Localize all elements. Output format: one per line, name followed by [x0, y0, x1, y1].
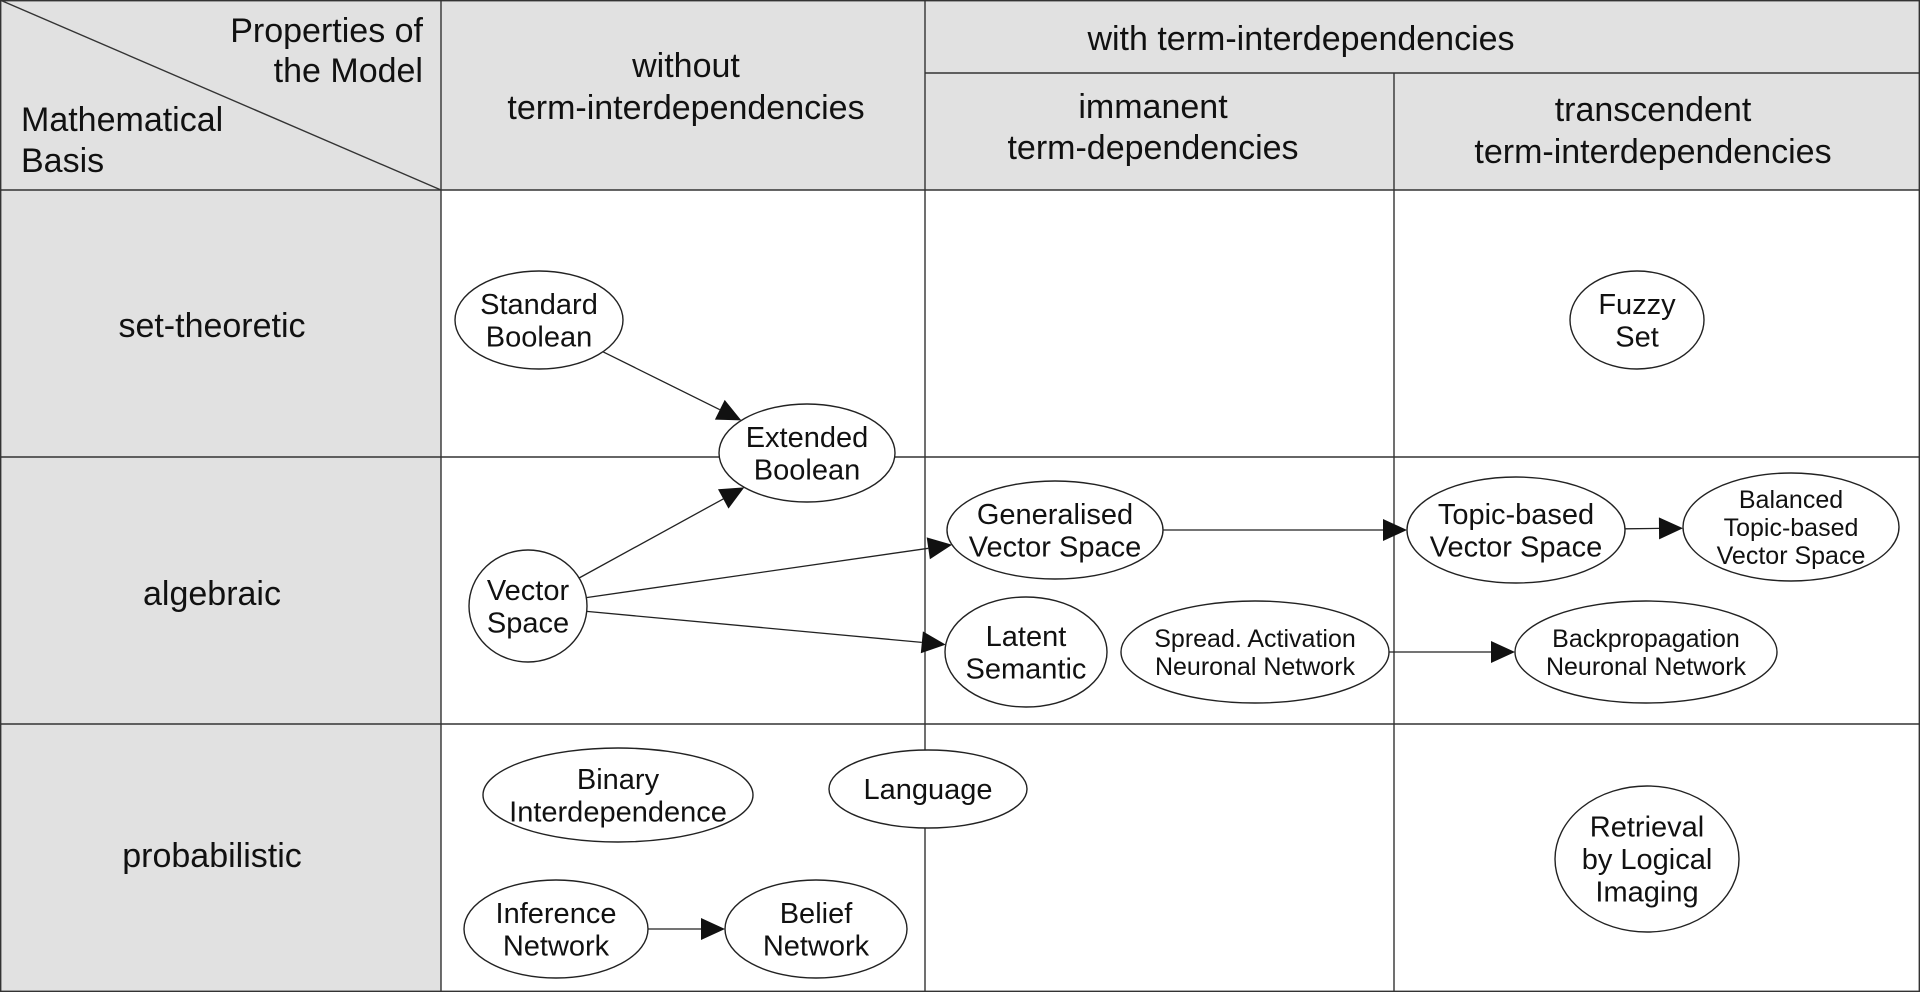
column-header-transcendent: transcendent term-interdependencies	[1474, 91, 1831, 171]
node-binary-interdependence-label-1: Binary	[577, 764, 660, 796]
node-spread-activation-label-2: Neuronal Network	[1155, 653, 1356, 681]
node-fuzzy-set-label-1: Fuzzy	[1598, 289, 1676, 321]
arrowhead-vector_space-to-extended_boolean	[718, 487, 745, 509]
node-language: Language	[828, 749, 1028, 829]
corner-top-line-1: Properties of	[230, 12, 423, 50]
arrowhead-spread_activation-to-backpropagation	[1491, 641, 1515, 663]
node-topic-based-vector-space-label-2: Vector Space	[1430, 531, 1603, 563]
node-balanced-topic-based-vector-space-label-3: Vector Space	[1717, 542, 1866, 570]
corner-header-properties: Properties of the Model	[230, 12, 423, 90]
node-binary-interdependence-label-2: Interdependence	[509, 796, 727, 828]
header-without-bg	[441, 0, 925, 190]
node-belief-network-ellipse	[724, 879, 908, 979]
column-header-immanent: immanent term-dependencies	[1007, 88, 1298, 167]
node-vector-space-label-2: Space	[487, 607, 569, 639]
node-extended-boolean-label-2: Boolean	[754, 454, 860, 486]
arrowhead-inference_network-to-belief_network	[701, 918, 725, 940]
node-latent-semantic-label-2: Semantic	[966, 653, 1087, 685]
row-label-probabilistic: probabilistic	[122, 837, 302, 875]
corner-bottom-line-1: Mathematical	[21, 101, 223, 139]
node-inference-network-label-1: Inference	[496, 898, 617, 930]
node-generalised-vector-space-label-1: Generalised	[977, 499, 1133, 531]
node-vector-space-ellipse	[468, 549, 588, 663]
arrowhead-vector_space-to-latent_semantic	[920, 631, 946, 654]
node-spread-activation-ellipse	[1120, 600, 1390, 704]
corner-top-line-2: the Model	[274, 52, 423, 90]
node-language-label-1: Language	[863, 774, 992, 806]
node-retrieval-by-logical-imaging-label-2: by Logical	[1582, 844, 1713, 876]
node-inference-network-label-2: Network	[503, 930, 610, 962]
edge-vector_space-to-extended_boolean	[578, 498, 724, 579]
column-header-with: with term-interdependencies	[1086, 20, 1514, 58]
node-topic-based-vector-space-label-1: Topic-based	[1438, 499, 1594, 531]
node-extended-boolean-ellipse	[718, 403, 896, 503]
edge-vector_space-to-latent_semantic	[586, 610, 922, 644]
arrowhead-topic_based_vector_space-to-balanced_topic_based_vector_space	[1658, 517, 1683, 540]
node-fuzzy-set-label-2: Set	[1615, 321, 1659, 353]
node-binary-interdependence-ellipse	[482, 747, 754, 843]
node-balanced-topic-based-vector-space-label-1: Balanced	[1739, 486, 1843, 514]
arrowhead-generalised_vector_space-to-topic_based_vector_space	[1383, 519, 1407, 541]
node-generalised-vector-space-ellipse	[946, 480, 1164, 580]
corner-diagonal	[0, 0, 442, 191]
node-latent-semantic-ellipse	[944, 596, 1108, 708]
col-immanent-line-1: immanent	[1078, 88, 1228, 126]
node-extended-boolean-label-1: Extended	[746, 422, 869, 454]
node-backpropagation-label-1: Backpropagation	[1552, 625, 1740, 653]
node-vector-space-label-1: Vector	[487, 575, 570, 607]
node-balanced-topic-based-vector-space-label-2: Topic-based	[1724, 514, 1859, 542]
col-transcendent-line-1: transcendent	[1555, 91, 1752, 129]
header-with-bg	[925, 0, 1920, 190]
arrowhead-standard_boolean-to-extended_boolean	[714, 399, 742, 421]
corner-bottom-line-2: Basis	[21, 142, 104, 180]
edges	[578, 351, 1683, 940]
row-label-algebraic: algebraic	[143, 575, 281, 613]
row-label-set-theoretic: set-theoretic	[118, 307, 305, 345]
corner-header-mathematical-basis: Mathematical Basis	[21, 101, 223, 180]
node-fuzzy-set-ellipse	[1569, 270, 1705, 370]
edge-standard_boolean-to-extended_boolean	[602, 351, 721, 411]
node-retrieval-by-logical-imaging-label-1: Retrieval	[1590, 812, 1704, 844]
node-language-ellipse	[828, 749, 1028, 829]
col-immanent-line-2: term-dependencies	[1007, 129, 1298, 167]
node-belief-network-label-2: Network	[763, 930, 870, 962]
node-spread-activation-label-1: Spread. Activation	[1154, 625, 1356, 653]
col-without-line-2: term-interdependencies	[507, 89, 864, 127]
node-standard-boolean-ellipse	[454, 270, 624, 370]
col-transcendent-line-2: term-interdependencies	[1474, 133, 1831, 171]
node-backpropagation-ellipse	[1514, 600, 1778, 704]
node-standard-boolean-label-1: Standard	[480, 289, 598, 321]
node-standard-boolean-label-2: Boolean	[486, 321, 592, 353]
node-belief-network-label-1: Belief	[780, 898, 853, 930]
column-header-without: without term-interdependencies	[507, 47, 864, 127]
node-backpropagation-label-2: Neuronal Network	[1546, 653, 1747, 681]
node-retrieval-by-logical-imaging-label-3: Imaging	[1595, 877, 1698, 909]
node-inference-network-ellipse	[463, 879, 649, 979]
arrowhead-vector_space-to-generalised_vector_space	[926, 537, 953, 560]
row-label-column-bg	[0, 190, 441, 992]
node-retrieval-by-logical-imaging-ellipse	[1554, 785, 1740, 933]
node-balanced-topic-based-vector-space-ellipse	[1682, 472, 1900, 582]
node-topic-based-vector-space-ellipse	[1406, 476, 1626, 584]
col-without-line-1: without	[631, 47, 740, 85]
edge-vector_space-to-generalised_vector_space	[586, 547, 929, 599]
node-generalised-vector-space-label-2: Vector Space	[969, 531, 1142, 563]
node-latent-semantic-label-1: Latent	[986, 621, 1067, 653]
